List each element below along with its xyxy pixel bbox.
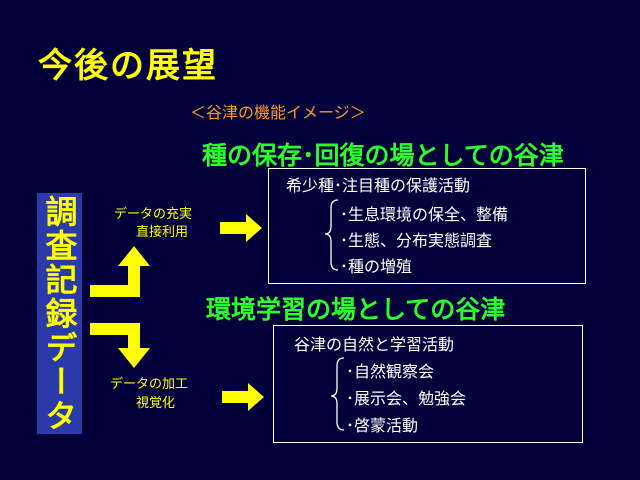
page-title: 今後の展望 <box>38 46 218 86</box>
section2-heading: 環境学習の場としての谷津 <box>206 295 506 324</box>
section1-box <box>268 168 586 284</box>
section1-item: ･生態、分布実態調査 <box>340 231 493 250</box>
section2-box <box>273 325 583 443</box>
section1-item: ･種の増殖 <box>340 257 413 276</box>
section2-item: ･啓蒙活動 <box>346 416 419 435</box>
side-label-bottom-line1: データの加工 <box>110 377 189 392</box>
section1-item: ･生息環境の保全、整備 <box>340 205 509 224</box>
section1-heading: 種の保存･回復の場としての谷津 <box>202 141 564 170</box>
vertical-label-box: 調査記録データ <box>37 193 82 434</box>
side-label-top-line1: データの充実 <box>114 207 193 222</box>
bracket-icon <box>330 357 345 431</box>
arrow-right-icon <box>222 383 264 411</box>
section2-item: ･展示会、勉強会 <box>346 389 467 408</box>
side-label-bottom-line2: 視覚化 <box>136 396 176 411</box>
section2-item: ･自然観察会 <box>346 362 435 381</box>
bracket-icon <box>324 199 339 271</box>
arrow-down-icon <box>90 323 150 368</box>
section1-box-title: 希少種･注目種の保護活動 <box>286 176 471 195</box>
arrow-up-icon <box>90 246 150 297</box>
diagram-subtitle: ＜谷津の機能イメージ＞ <box>190 103 366 122</box>
vertical-label: 調査記録データ <box>40 194 79 433</box>
side-label-top-line2: 直接利用 <box>136 225 189 240</box>
arrow-right-icon <box>220 214 262 242</box>
section2-box-title: 谷津の自然と学習活動 <box>294 335 455 354</box>
